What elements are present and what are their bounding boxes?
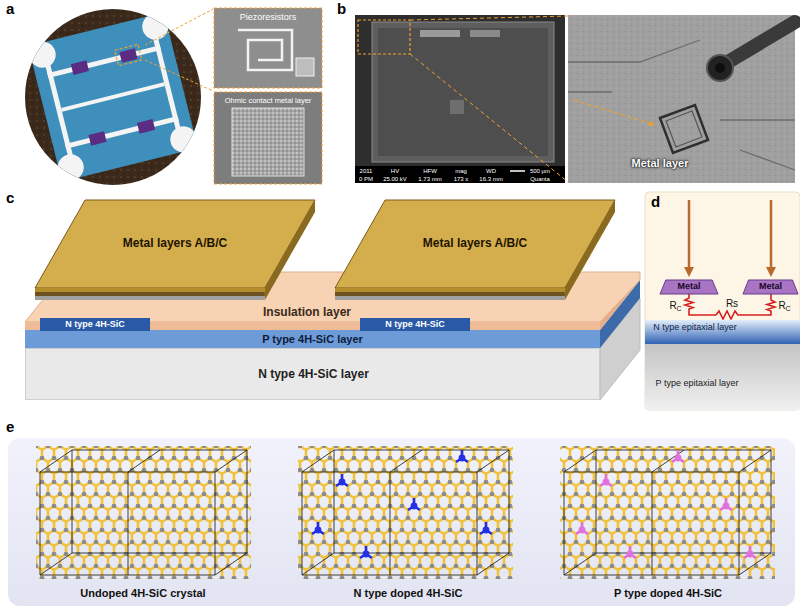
n-region: N type 4H-SiC — [40, 318, 150, 331]
info-bar-text: HFW — [423, 168, 437, 175]
metal-layer: Metal layers A/B/C — [35, 200, 315, 300]
info-bar-text: 2011 — [360, 168, 373, 175]
crystal-models — [8, 438, 795, 606]
layer-label: P type 4H-SiC layer — [262, 333, 363, 345]
info-bar-text: 173 x — [454, 175, 469, 182]
optical-image: Metal layer — [568, 15, 795, 183]
n-substrate: N type 4H-SiC layer — [25, 348, 600, 400]
layer-label: Metal layers A/B/C — [423, 237, 527, 250]
info-bar-text: Quanta — [530, 175, 550, 182]
panel-letter: c — [6, 190, 14, 207]
sem-photo — [355, 15, 568, 183]
resistance-symbol: C — [785, 305, 790, 313]
layer-label: N type 4H-SiC — [65, 320, 125, 330]
optical-photo — [568, 15, 795, 183]
layer-label: N type epitaxial layer — [653, 323, 737, 333]
resistance-symbol: Rs — [726, 298, 738, 309]
crystal-panel: Undoped 4H-SiC crystal N type doped 4H-Si… — [8, 438, 795, 606]
info-bar-text: 1.73 mm — [418, 175, 441, 182]
panel-letter: b — [337, 1, 346, 18]
inset-photo: Piezoresistors — [214, 8, 322, 88]
info-bar-text: 16.3 mm — [479, 175, 502, 182]
layer-label: N type 4H-SiC — [385, 320, 445, 330]
layer-label: Metal — [759, 282, 782, 292]
sensor-photo — [25, 9, 213, 185]
layer-label: Metal layers A/B/C — [123, 237, 227, 250]
info-bar-text: mag — [455, 168, 467, 175]
panel-letter: a — [6, 1, 14, 18]
layer-label: N type 4H-SiC layer — [258, 368, 369, 381]
contact-model-panel: RCRsRCMetalMetalN type epitaxial layerP … — [645, 192, 800, 410]
layer-label: Ohmic contact metal layer — [225, 97, 312, 105]
metal-pad: Metal — [743, 280, 798, 294]
resistance-symbol: C — [676, 305, 681, 313]
info-bar-text: 500 µm — [530, 168, 550, 175]
metal-pad: Metal — [660, 280, 718, 294]
resistance-symbol: R — [778, 300, 785, 311]
inset-photos — [214, 8, 322, 184]
info-bar-text: 25.00 kV — [383, 175, 407, 182]
info-bar-text: WD — [486, 168, 496, 175]
p-layer: P type 4H-SiC layer — [25, 330, 600, 348]
contact-model — [645, 192, 800, 410]
sem-image: 20110 PM HV25.00 kV HFW1.73 mm mag173 x WD16… — [355, 15, 565, 183]
layer-label: Insulation layer — [263, 306, 351, 319]
inset-photo: Ohmic contact metal layer — [214, 92, 322, 184]
metal-layer: Metal layers A/B/C — [335, 200, 615, 300]
crystal-caption: N type doped 4H-SiC — [354, 587, 463, 599]
layer-label: Metal — [677, 282, 700, 292]
layer-label: P type epitaxial layer — [656, 379, 739, 389]
crystal-caption: P type doped 4H-SiC — [614, 587, 722, 599]
info-bar-text: 0 PM — [359, 175, 373, 182]
panel-letter: d — [651, 194, 660, 211]
n-region: N type 4H-SiC — [360, 318, 470, 331]
n-epitaxial-layer: N type epitaxial layer — [645, 320, 800, 344]
crystal-caption: Undoped 4H-SiC crystal — [80, 587, 205, 599]
panel-letter: e — [6, 419, 14, 436]
info-bar-text: HV — [391, 168, 399, 175]
layer-label: Piezoresistors — [240, 13, 297, 23]
resistance-symbol: R — [669, 300, 676, 311]
p-epitaxial-layer: P type epitaxial layer — [645, 344, 800, 410]
layer-label: Metal layer — [632, 157, 689, 169]
